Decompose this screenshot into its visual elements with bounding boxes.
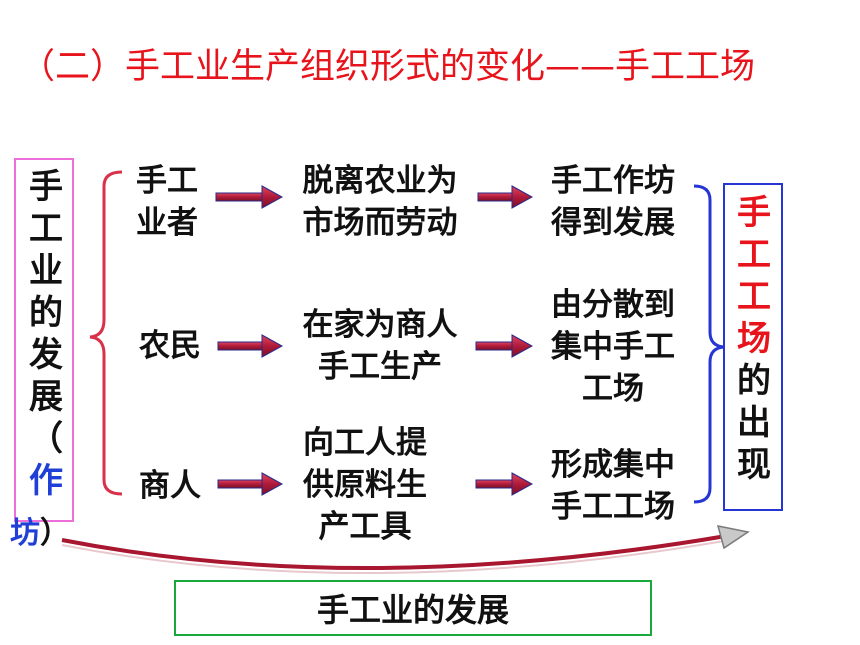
- row3-actor: 商人: [120, 465, 220, 507]
- row2-result-line: 集中手工: [551, 329, 675, 365]
- row3-middle: 向工人提 供原料生 产工具: [282, 422, 448, 548]
- right-char-red: 手: [737, 193, 771, 233]
- left-tail-blue: 坊: [10, 516, 40, 551]
- row3-actor-line: 商人: [139, 468, 201, 504]
- right-char: 出: [737, 403, 771, 443]
- row2-result: 由分散到 集中手工 工场: [532, 284, 694, 410]
- right-char: 的: [737, 361, 771, 401]
- right-brace: [693, 184, 725, 504]
- left-vertical-label: 手 工 业 的 发 展 （ 作: [16, 166, 76, 502]
- arrow-row1-b: [477, 185, 534, 209]
- left-char: 工: [29, 209, 63, 249]
- left-char: 手: [29, 167, 63, 207]
- right-vertical-label: 手 工 工 场 的 出 现: [725, 192, 783, 486]
- row1-middle-line: 市场而劳动: [302, 205, 458, 241]
- left-char: 的: [29, 293, 63, 333]
- arrow-row3-b: [475, 472, 534, 496]
- row3-middle-line: 产工具: [318, 509, 412, 545]
- right-char-red: 工: [737, 235, 771, 275]
- row3-result: 形成集中 手工工场: [532, 444, 694, 528]
- left-tail: 坊）: [10, 508, 70, 552]
- row1-actor-line: 手工: [136, 163, 198, 199]
- row1-middle-line: 脱离农业为: [302, 163, 458, 199]
- left-box: [14, 158, 74, 522]
- right-char: 现: [737, 445, 771, 485]
- row3-middle-line: 供原料生: [303, 467, 427, 503]
- row1-actor: 手工 业者: [120, 160, 214, 244]
- row1-result-line: 得到发展: [551, 205, 675, 241]
- row2-middle: 在家为商人 手工生产: [282, 304, 478, 388]
- row2-result-line: 工场: [582, 371, 644, 407]
- bottom-box: 手工业的发展: [174, 580, 652, 636]
- row1-middle: 脱离农业为 市场而劳动: [282, 160, 478, 244]
- row1-actor-line: 业者: [136, 205, 198, 241]
- row3-result-line: 形成集中: [551, 447, 675, 483]
- left-brace: [89, 170, 123, 496]
- left-char: 展: [29, 377, 63, 417]
- left-char: （: [29, 419, 63, 459]
- row2-actor-line: 农民: [139, 328, 201, 364]
- row2-middle-line: 在家为商人: [302, 307, 458, 343]
- left-char: 发: [29, 335, 63, 375]
- row2-result-line: 由分散到: [551, 287, 675, 323]
- arrow-row3-a: [217, 472, 284, 496]
- page-title: （二）手工业生产组织形式的变化——手工工场: [20, 47, 756, 87]
- left-char-highlight: 作: [29, 461, 63, 501]
- row2-middle-line: 手工生产: [318, 349, 442, 385]
- row3-middle-line: 向工人提: [303, 425, 427, 461]
- row1-result-line: 手工作坊: [551, 163, 675, 199]
- left-char: 业: [29, 251, 63, 291]
- row2-actor: 农民: [120, 325, 220, 367]
- bottom-label: 手工业的发展: [316, 591, 509, 629]
- right-char-red: 工: [737, 277, 771, 317]
- right-char-red: 场: [737, 319, 771, 359]
- arrow-row2-b: [475, 334, 534, 358]
- row1-result: 手工作坊 得到发展: [532, 160, 694, 244]
- curved-arrow: [61, 525, 750, 574]
- arrow-row2-a: [217, 334, 284, 358]
- row3-result-line: 手工工场: [551, 489, 675, 525]
- arrow-row1-a: [215, 185, 284, 209]
